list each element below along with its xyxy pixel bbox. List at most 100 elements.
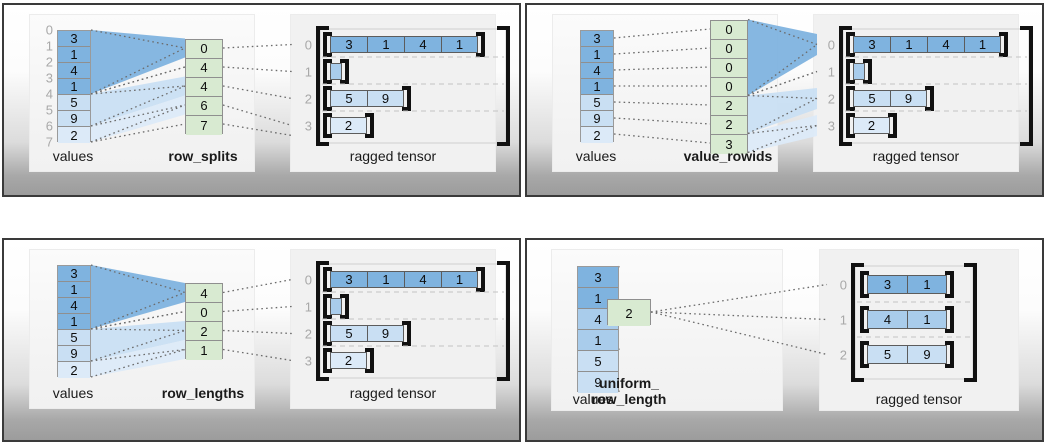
param-cell: 0 bbox=[711, 77, 747, 97]
tensor-row-index: 1 bbox=[304, 64, 312, 79]
param-cell: 6 bbox=[186, 96, 222, 116]
value-cell: 5 bbox=[578, 351, 618, 372]
value-cell: 2 bbox=[58, 362, 90, 378]
value-cell: 9 bbox=[578, 372, 618, 393]
param-cell: 7 bbox=[186, 115, 222, 135]
value-index-label: 6 bbox=[45, 118, 53, 134]
tensor-cell: 1 bbox=[367, 36, 404, 53]
value-cell: 1 bbox=[58, 47, 90, 63]
values-label: values bbox=[52, 148, 94, 164]
param-label-line-2: row_length bbox=[591, 391, 667, 408]
tensor-cell: 4 bbox=[404, 271, 441, 288]
tensor-label: ragged tensor bbox=[349, 385, 437, 401]
param-cell: 1 bbox=[186, 341, 222, 360]
value-cell: 1 bbox=[58, 79, 90, 95]
param-cell: 2 bbox=[711, 96, 747, 116]
value-index-label: 5 bbox=[45, 102, 53, 118]
value-index-label: 3 bbox=[45, 70, 53, 86]
value-index-label: 0 bbox=[45, 22, 53, 38]
tensor-row: 2 bbox=[330, 352, 367, 369]
value-cell: 1 bbox=[58, 282, 90, 298]
tensor-label: ragged tensor bbox=[349, 148, 437, 164]
param-cell: 0 bbox=[711, 39, 747, 59]
tensor-row-index: 2 bbox=[304, 326, 312, 341]
tensor-row-index: 3 bbox=[827, 118, 835, 133]
param-column: 2 bbox=[607, 299, 651, 326]
values-label: values bbox=[575, 148, 617, 164]
param-cell: 4 bbox=[186, 77, 222, 97]
tensor-label: ragged tensor bbox=[875, 391, 963, 407]
tensor-cell: 1 bbox=[441, 271, 478, 288]
value-cell: 5 bbox=[581, 95, 613, 111]
value-cell: 1 bbox=[58, 314, 90, 330]
tensor-cell: 4 bbox=[867, 310, 907, 329]
tensor-cell: 2 bbox=[853, 117, 890, 134]
tensor-cell: 5 bbox=[330, 90, 367, 107]
param-cell: 4 bbox=[186, 284, 222, 303]
tensor-row-index: 1 bbox=[304, 299, 312, 314]
tensor-cell: 5 bbox=[853, 90, 890, 107]
param-cell: 0 bbox=[711, 58, 747, 78]
tensor-row bbox=[853, 63, 865, 80]
tensor-row-index: 2 bbox=[827, 91, 835, 106]
value-cell: 9 bbox=[58, 111, 90, 127]
value-cell: 3 bbox=[578, 267, 618, 288]
tensor-row bbox=[330, 298, 342, 315]
tensor-row-index: 0 bbox=[304, 37, 312, 52]
value-index-label: 1 bbox=[45, 38, 53, 54]
tensor-cell: 1 bbox=[367, 271, 404, 288]
tensor-cell: 3 bbox=[330, 271, 367, 288]
tensor-cell: 4 bbox=[927, 36, 964, 53]
tensor-empty-cell bbox=[853, 63, 865, 80]
tensor-label: ragged tensor bbox=[872, 148, 960, 164]
ragged-tensor-card bbox=[819, 249, 1019, 411]
tensor-cell: 2 bbox=[330, 117, 367, 134]
param-cell: 4 bbox=[186, 58, 222, 78]
param-cell: 2 bbox=[711, 115, 747, 135]
values-label: values bbox=[572, 391, 614, 407]
tensor-row-index: 3 bbox=[304, 353, 312, 368]
value-cell: 2 bbox=[58, 127, 90, 143]
tensor-row-index: 0 bbox=[839, 277, 847, 292]
tensor-cell: 3 bbox=[330, 36, 367, 53]
tensor-cell: 9 bbox=[907, 345, 947, 364]
param-label: uniform_row_length bbox=[529, 375, 729, 407]
tensor-cell: 9 bbox=[367, 325, 404, 342]
value-cell: 4 bbox=[581, 63, 613, 79]
value-cell: 9 bbox=[581, 111, 613, 127]
value-cell: 1 bbox=[581, 47, 613, 63]
tensor-cell: 1 bbox=[964, 36, 1001, 53]
value-cell: 3 bbox=[58, 31, 90, 47]
param-label: row_lengths bbox=[161, 385, 245, 401]
tensor-row-index: 1 bbox=[827, 64, 835, 79]
tensor-cell: 2 bbox=[330, 352, 367, 369]
tensor-cell: 9 bbox=[890, 90, 927, 107]
tensor-row-index: 0 bbox=[827, 37, 835, 52]
tensor-row-index: 2 bbox=[839, 347, 847, 362]
tensor-row-index: 0 bbox=[304, 272, 312, 287]
tensor-row-index: 1 bbox=[839, 312, 847, 327]
value-cell: 4 bbox=[58, 63, 90, 79]
param-label-line-1: uniform_ bbox=[599, 375, 659, 391]
param-cell: 3 bbox=[711, 134, 747, 154]
tensor-cell: 9 bbox=[367, 90, 404, 107]
value-cell: 2 bbox=[581, 127, 613, 143]
tensor-row: 2 bbox=[330, 117, 367, 134]
tensor-empty-cell bbox=[330, 63, 342, 80]
tensor-cell: 3 bbox=[867, 275, 907, 294]
